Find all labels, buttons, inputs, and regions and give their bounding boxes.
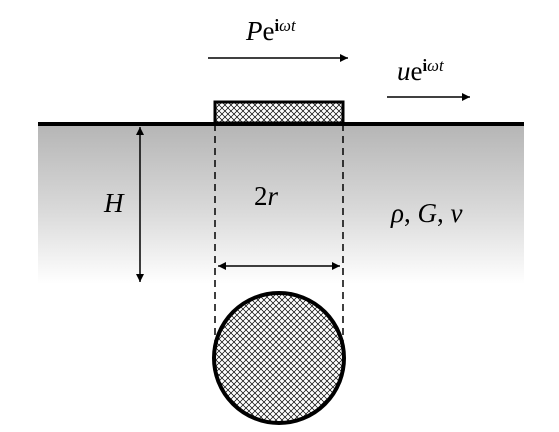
force-exp-omega-t: ωt xyxy=(279,16,296,35)
diameter-variable: r xyxy=(267,181,279,211)
separator-2: , xyxy=(436,198,444,228)
separator-1: , xyxy=(403,198,411,228)
displacement-symbol: u xyxy=(397,56,411,87)
force-label: Peiωt xyxy=(246,16,296,47)
displacement-exp-i: i xyxy=(422,56,428,75)
displacement-exp-base: e xyxy=(410,56,423,87)
shear-modulus-symbol: G xyxy=(417,198,437,228)
displacement-exp-omega-t: ωt xyxy=(427,56,444,75)
depth-label: H xyxy=(104,188,124,218)
diameter-number: 2 xyxy=(254,181,268,211)
rigid-plate xyxy=(213,100,345,125)
displacement-label: ueiωt xyxy=(397,56,444,87)
density-symbol: ρ xyxy=(391,198,404,228)
force-exp-i: i xyxy=(274,16,280,35)
force-exp-base: e xyxy=(262,16,275,47)
force-symbol: P xyxy=(246,16,263,47)
diameter-label: 2r xyxy=(254,183,278,210)
circular-plate-plan-view xyxy=(212,291,346,425)
soil-half-space xyxy=(38,124,524,284)
material-properties-label: ρ, G, ν xyxy=(391,200,462,227)
poisson-ratio-symbol: ν xyxy=(450,198,463,228)
